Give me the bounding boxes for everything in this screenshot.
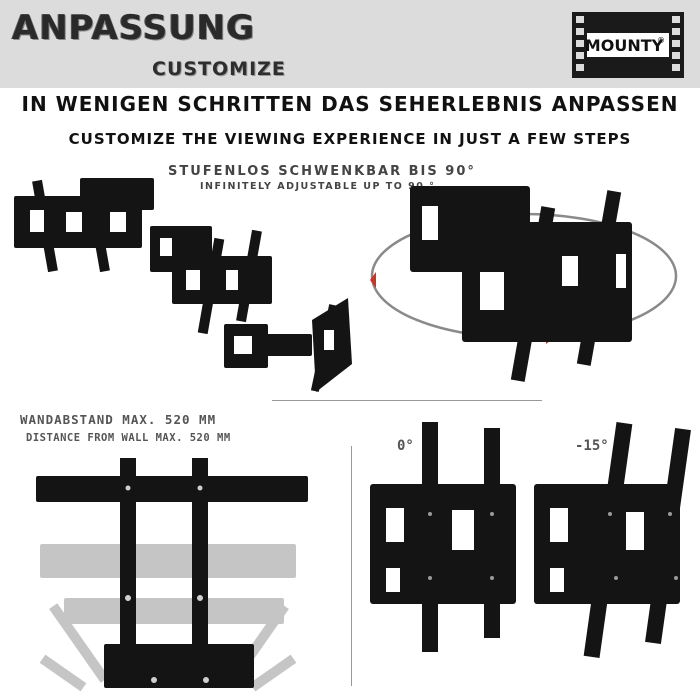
mount-image-swivel-side — [224, 298, 352, 392]
tilt-label-minus-fifteen: -15° — [575, 438, 609, 454]
wall-distance-caption-english: DISTANCE FROM WALL MAX. 520 MM — [26, 432, 231, 444]
headline-english: CUSTOMIZE THE VIEWING EXPERIENCE IN JUST… — [68, 130, 632, 148]
swivel-caption-english: INFINITELY ADJUSTABLE UP TO 90 ° — [200, 181, 436, 192]
mount-image-wall-distance — [36, 458, 308, 692]
mount-image-large-swivel — [370, 186, 678, 382]
mount-image-tilt-zero — [370, 422, 516, 652]
logo-text: MOUNTY — [585, 36, 664, 55]
page-subtitle: CUSTOMIZE — [152, 58, 286, 80]
rotation-arrow-icon — [370, 272, 376, 288]
section-divider-horizontal — [272, 400, 542, 401]
page-title: ANPASSUNG — [12, 8, 256, 48]
brand-logo: MOUNTY ® — [572, 12, 684, 78]
mount-image-tilt-minus-fifteen — [534, 422, 691, 658]
swivel-caption-german: STUFENLOS SCHWENKBAR BIS 90° — [168, 164, 476, 179]
mount-image-folded — [14, 178, 154, 273]
wall-distance-caption-german: WANDABSTAND MAX. 520 MM — [20, 412, 217, 427]
mount-image-extended — [150, 226, 272, 335]
section-divider-vertical — [351, 446, 352, 686]
headline-german: IN WENIGEN SCHRITTEN DAS SEHERLEBNIS ANP… — [21, 92, 679, 116]
tilt-label-zero: 0° — [397, 438, 414, 454]
logo-registered-mark: ® — [657, 36, 665, 45]
